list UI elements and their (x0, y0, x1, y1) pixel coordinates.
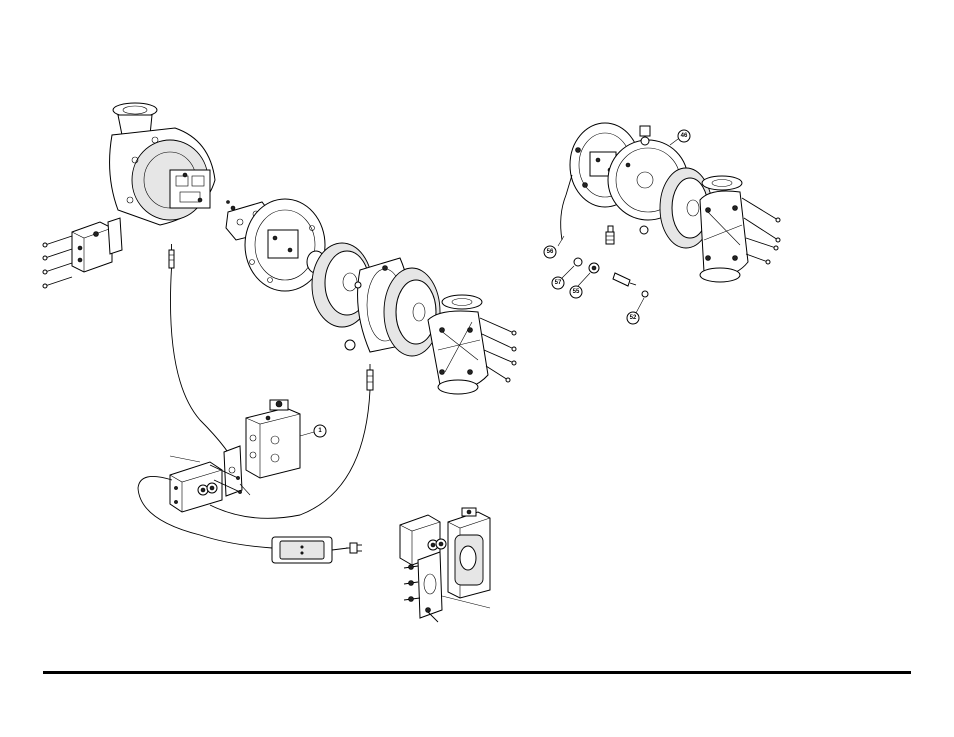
callout-57-label: 57 (555, 280, 562, 286)
callout-46: 46 (670, 130, 690, 145)
left-proximity-sensor (169, 244, 238, 470)
callout-1: 1 (300, 425, 326, 437)
power-supply-unit (272, 537, 348, 563)
left-pump-housing (110, 103, 215, 225)
left-pilot-valve-block (43, 218, 122, 288)
callout-52-label: 52 (630, 315, 637, 321)
callout-55-label: 55 (573, 289, 580, 295)
callout-57: 57 (552, 266, 574, 289)
diaphragm-right (384, 268, 440, 356)
power-plug-icon (346, 543, 362, 553)
pilot-valve-assembly (246, 400, 300, 478)
callout-56: 56 (544, 236, 564, 258)
footer-rule (43, 671, 911, 674)
right-outer-chamber (428, 295, 516, 394)
callout-55: 55 (570, 273, 590, 298)
callout-56-label: 56 (547, 249, 554, 255)
right-fluid-chamber (700, 176, 780, 282)
callout-52: 52 (627, 298, 644, 324)
alt-valve-body (442, 508, 490, 608)
callout-46-label: 46 (681, 133, 688, 139)
